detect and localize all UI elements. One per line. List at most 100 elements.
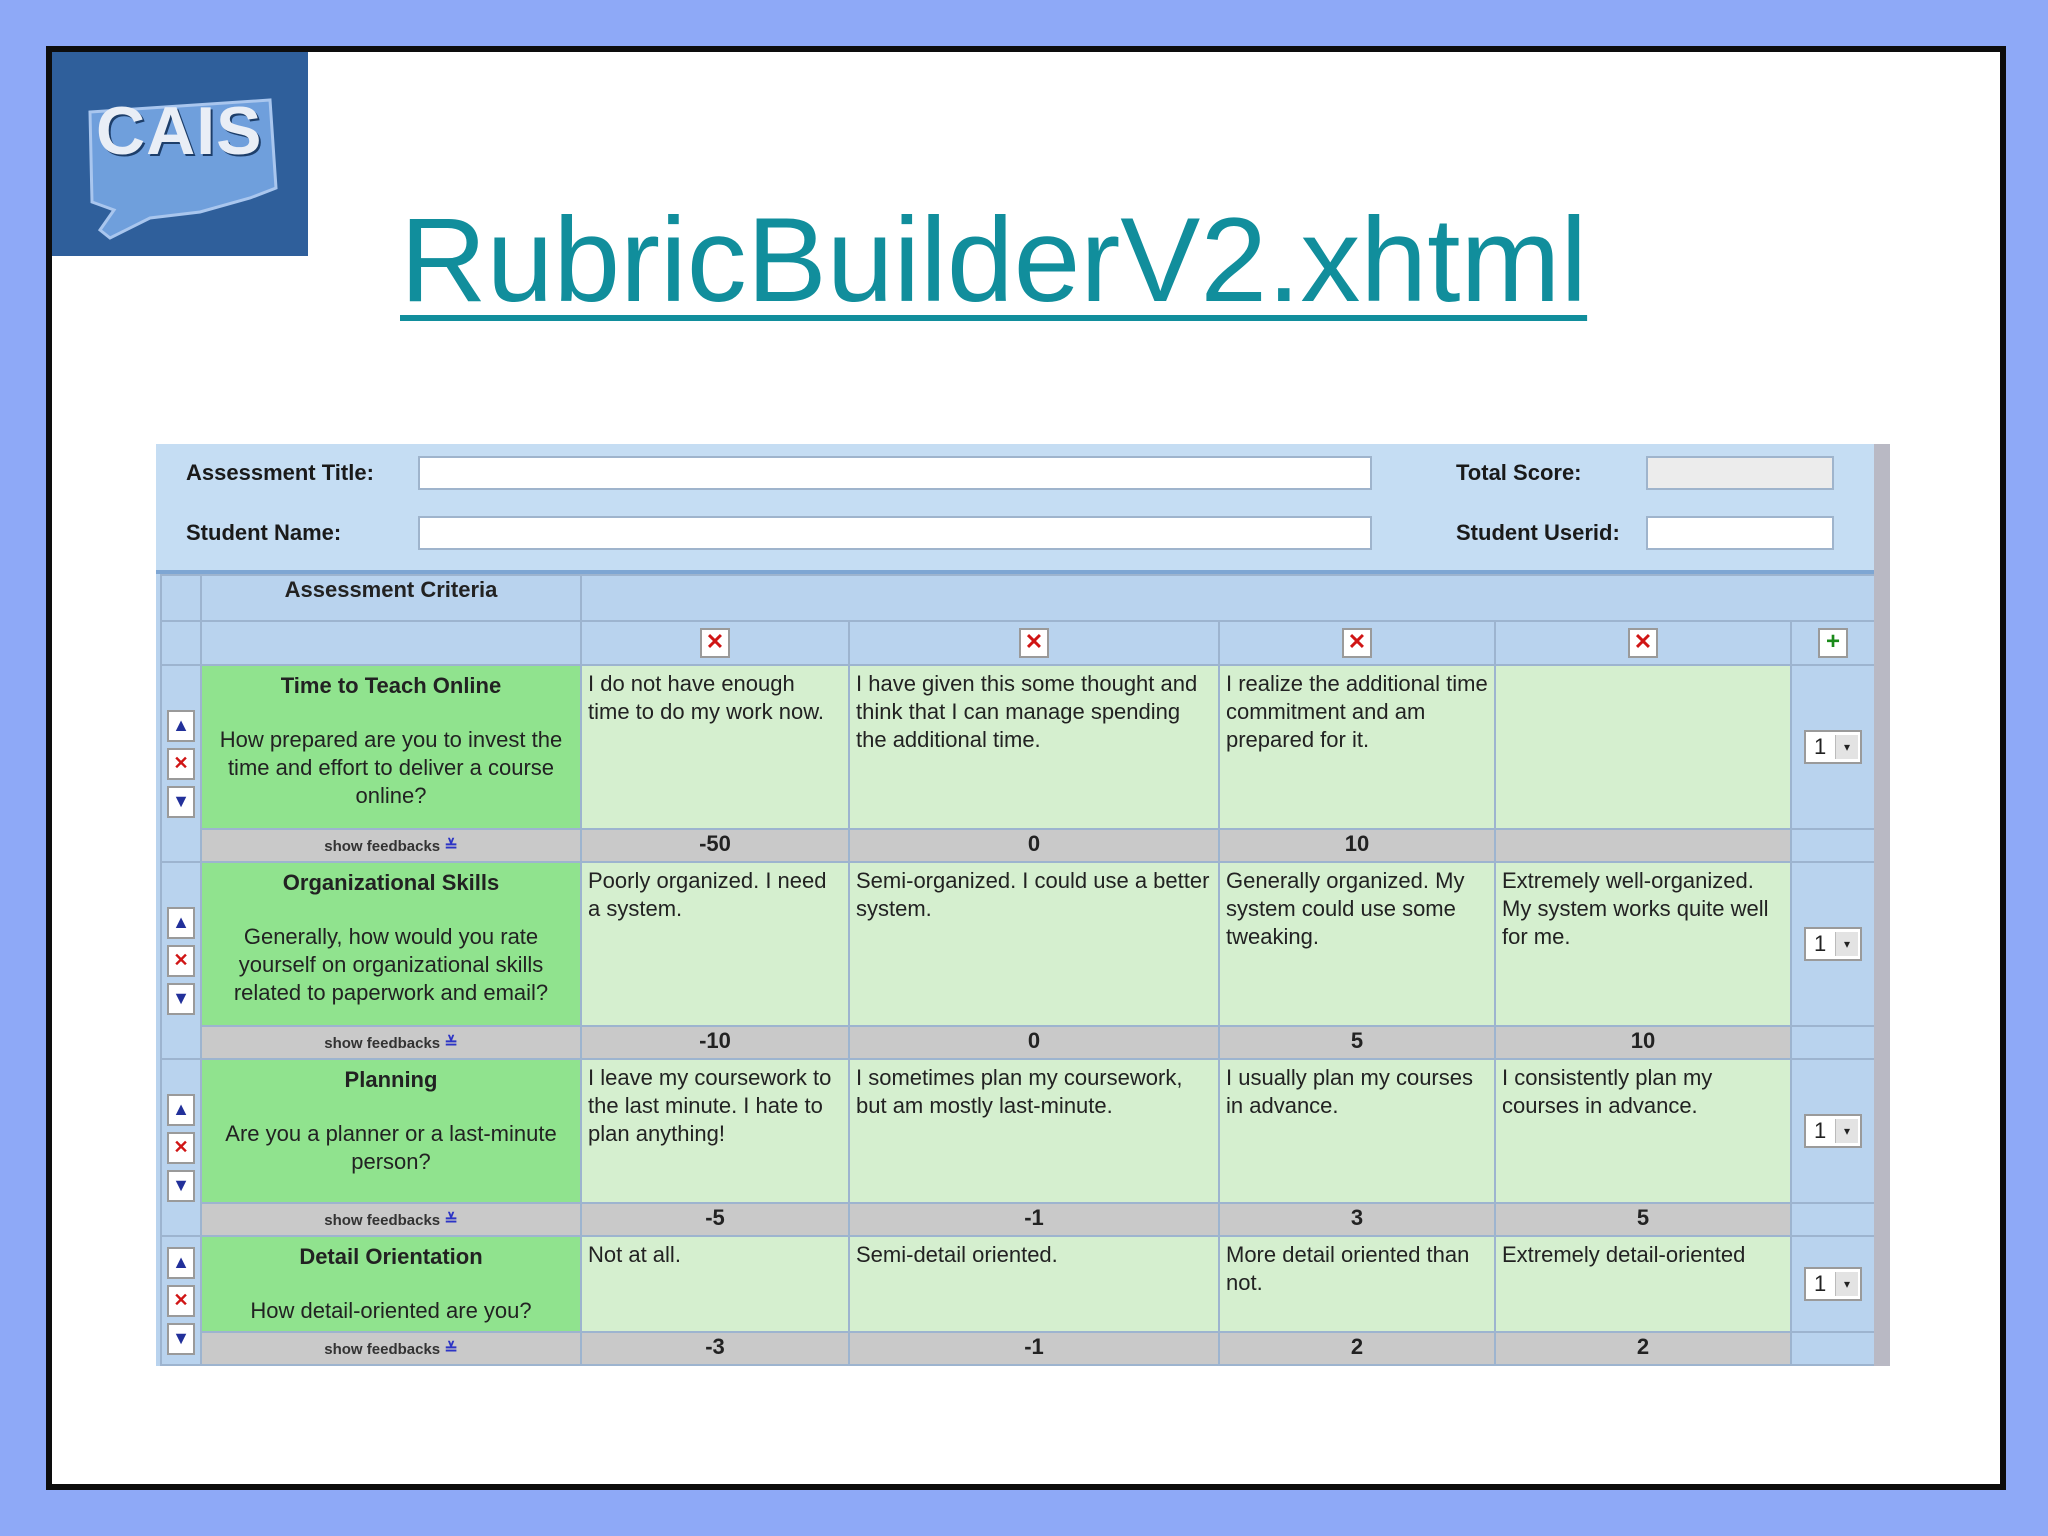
connecticut-map-icon: [88, 98, 278, 240]
spacer-cell: [580, 1364, 850, 1366]
level-score[interactable]: 2: [1494, 1331, 1792, 1366]
level-score[interactable]: -50: [580, 828, 850, 863]
level-description[interactable]: More detail oriented than not.: [1218, 1235, 1496, 1333]
level-score[interactable]: 3: [1218, 1202, 1496, 1237]
spacer-cell: [200, 620, 582, 666]
level-description[interactable]: I leave my coursework to the last minute…: [580, 1058, 850, 1204]
move-up-icon[interactable]: ▲: [167, 1093, 195, 1126]
feedback-toggle-cell: show feedbacks ≚: [200, 828, 582, 863]
feedback-toggle-cell: show feedbacks ≚: [200, 1331, 582, 1366]
level-description[interactable]: Semi-detail oriented.: [848, 1235, 1220, 1333]
criterion-question: Generally, how would you rate yourself o…: [233, 924, 549, 1005]
level-score[interactable]: 10: [1494, 1025, 1792, 1060]
show-feedbacks-label: show feedbacks: [324, 1341, 441, 1358]
delete-criterion-icon[interactable]: ✕: [167, 747, 195, 780]
weight-cell: 1▾: [1789, 664, 1874, 830]
weight-select[interactable]: 1▾: [1804, 730, 1863, 764]
rubric-builder-app: Assessment Title: Student Name: Total Sc…: [156, 444, 1890, 1366]
level-2-control: ✕: [848, 620, 1220, 666]
student-userid-input[interactable]: [1646, 516, 1834, 550]
header-spacer: [579, 574, 1874, 622]
show-feedbacks-link[interactable]: show feedbacks ≚: [324, 1035, 457, 1052]
level-description[interactable]: I consistently plan my courses in advanc…: [1494, 1058, 1792, 1204]
level-score[interactable]: -10: [580, 1025, 850, 1060]
level-description[interactable]: Extremely detail-oriented: [1494, 1235, 1792, 1333]
level-score[interactable]: -1: [848, 1331, 1220, 1366]
assessment-title-input[interactable]: [418, 456, 1372, 490]
expand-icon: ≚: [444, 838, 458, 855]
level-score[interactable]: 2: [1218, 1331, 1496, 1366]
row-controls: ▲ ✕ ▼: [160, 1058, 202, 1237]
show-feedbacks-link[interactable]: show feedbacks ≚: [324, 838, 457, 855]
criterion-title: Detail Orientation: [299, 1244, 483, 1269]
level-score[interactable]: 5: [1218, 1025, 1496, 1060]
weight-select[interactable]: 1▾: [1804, 1114, 1863, 1148]
level-description[interactable]: Extremely well-organized. My system work…: [1494, 861, 1792, 1027]
weight-select[interactable]: 1▾: [1804, 927, 1863, 961]
move-down-icon[interactable]: ▼: [167, 785, 195, 818]
level-4-control: ✕: [1494, 620, 1792, 666]
move-down-icon[interactable]: ▼: [167, 1169, 195, 1202]
delete-criterion-icon[interactable]: ✕: [167, 944, 195, 977]
criterion-question: Are you a planner or a last-minute perso…: [225, 1121, 557, 1174]
level-score[interactable]: -1: [848, 1202, 1220, 1237]
move-down-icon[interactable]: ▼: [167, 1322, 195, 1355]
assessment-header: Assessment Title: Student Name: Total Sc…: [156, 444, 1874, 574]
show-feedbacks-link[interactable]: show feedbacks ≚: [324, 1341, 457, 1358]
delete-level-4-button[interactable]: ✕: [1628, 628, 1658, 658]
move-up-icon[interactable]: ▲: [167, 1246, 195, 1279]
level-description[interactable]: Generally organized. My system could use…: [1218, 861, 1496, 1027]
weight-value: 1: [1814, 734, 1827, 759]
show-feedbacks-label: show feedbacks: [324, 1035, 441, 1052]
total-score-field: [1646, 456, 1834, 490]
level-description[interactable]: Semi-organized. I could use a better sys…: [848, 861, 1220, 1027]
move-up-icon[interactable]: ▲: [167, 709, 195, 742]
level-score[interactable]: [1494, 828, 1792, 863]
level-description[interactable]: I realize the additional time commitment…: [1218, 664, 1496, 830]
weight-cell: 1▾: [1789, 1058, 1874, 1204]
delete-level-3-button[interactable]: ✕: [1342, 628, 1372, 658]
level-description[interactable]: I have given this some thought and think…: [848, 664, 1220, 830]
show-feedbacks-link[interactable]: show feedbacks ≚: [324, 1212, 457, 1229]
student-name-input[interactable]: [418, 516, 1372, 550]
add-level-button[interactable]: +: [1818, 628, 1849, 658]
delete-criterion-icon[interactable]: ✕: [167, 1131, 195, 1164]
level-score[interactable]: 5: [1494, 1202, 1792, 1237]
level-score[interactable]: -5: [580, 1202, 850, 1237]
level-description[interactable]: I sometimes plan my coursework, but am m…: [848, 1058, 1220, 1204]
level-description[interactable]: Poorly organized. I need a system.: [580, 861, 850, 1027]
level-description[interactable]: [1494, 664, 1792, 830]
expand-icon: ≚: [444, 1212, 458, 1229]
delete-criterion-icon[interactable]: ✕: [167, 1284, 195, 1317]
row-controls: ▲ ✕ ▼: [160, 1235, 202, 1366]
criterion-title: Planning: [344, 1067, 438, 1092]
move-up-icon[interactable]: ▲: [167, 906, 195, 939]
page-title[interactable]: RubricBuilderV2.xhtml: [400, 193, 1588, 327]
move-down-icon[interactable]: ▼: [167, 982, 195, 1015]
level-score[interactable]: -3: [580, 1331, 850, 1366]
level-score[interactable]: 0: [848, 828, 1220, 863]
weight-value: 1: [1814, 931, 1827, 956]
row-controls: ▲ ✕ ▼: [160, 664, 202, 863]
level-score[interactable]: 0: [848, 1025, 1220, 1060]
weight-value: 1: [1814, 1118, 1827, 1143]
delete-level-2-button[interactable]: ✕: [1019, 628, 1049, 658]
level-description[interactable]: Not at all.: [580, 1235, 850, 1333]
add-level-control: +: [1789, 620, 1874, 666]
spacer-cell: [1789, 1364, 1874, 1366]
weight-select[interactable]: 1▾: [1804, 1267, 1863, 1301]
level-description[interactable]: I usually plan my courses in advance.: [1218, 1058, 1496, 1204]
delete-level-1-button[interactable]: ✕: [700, 628, 730, 658]
weight-cell: 1▾: [1789, 1235, 1874, 1333]
level-score[interactable]: 10: [1218, 828, 1496, 863]
add-criterion-row: +: [160, 1364, 1874, 1366]
level-description[interactable]: I do not have enough time to do my work …: [580, 664, 850, 830]
